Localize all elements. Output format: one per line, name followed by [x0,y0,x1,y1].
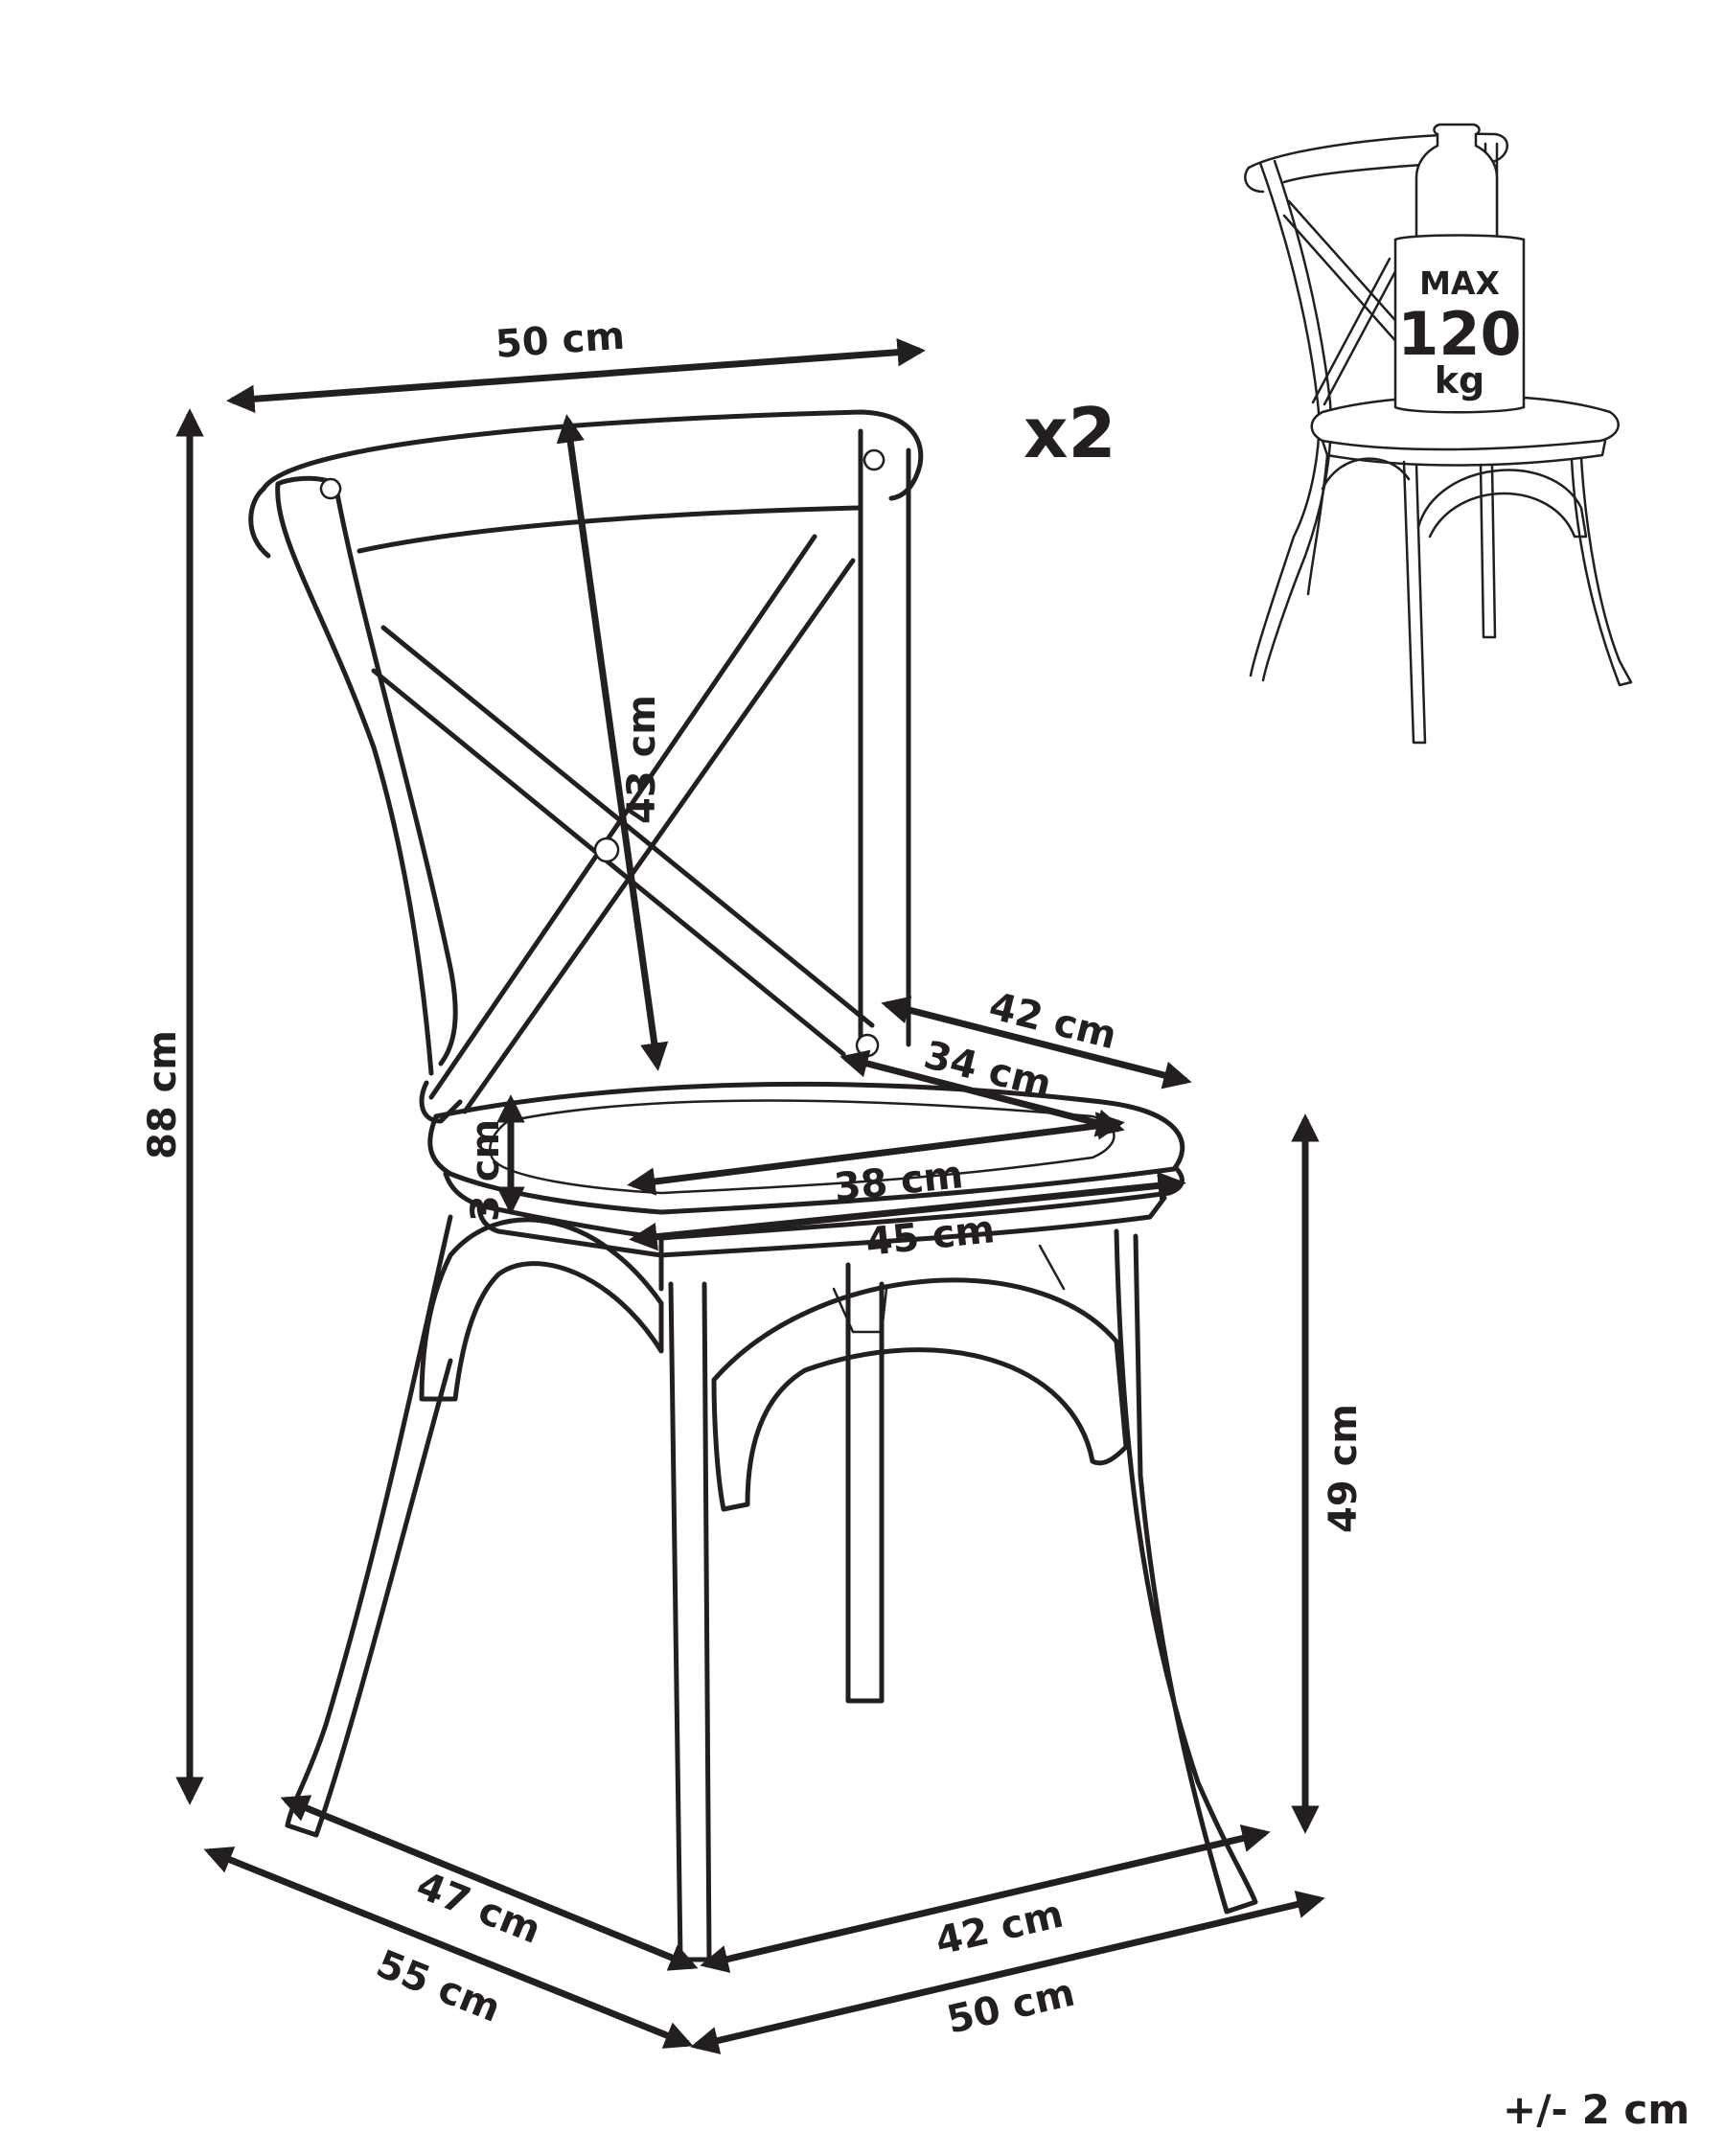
max-load-illustration: MAX 120 kg [1244,123,1633,745]
chair-drawing [248,409,1258,1962]
label-seat-height: 49 cm [1322,1404,1366,1533]
max-load-line1: MAX [1419,264,1500,302]
dim-back-height-line [556,414,669,1071]
dim-overall-depth-line [203,1846,694,2049]
max-load-line2: 120 [1397,299,1521,369]
dim-legs-depth-line [280,1795,699,1971]
label-seat-inner-width: 38 cm [832,1153,965,1210]
label-overall-depth: 55 cm [370,1942,506,2031]
dim-seat-side-depth-line [881,996,1192,1089]
label-back-height: 43 cm [620,695,664,824]
label-total-height: 88 cm [141,1030,185,1159]
label-legs-width: 42 cm [932,1892,1068,1964]
weight-jar-icon: MAX 120 kg [1393,123,1526,414]
max-load-line3: kg [1435,359,1484,401]
label-seat-thickness: 3 cm [464,1119,508,1222]
dim-top-width-line [226,338,926,413]
dimension-lines [175,338,1325,2054]
quantity-label: x2 [1024,393,1116,473]
dim-seat-outer-width-line [629,1171,1186,1251]
label-top-width: 50 cm [494,314,626,367]
tolerance-note: +/- 2 cm [1503,2086,1690,2133]
dim-overall-width-line [690,1891,1325,2054]
